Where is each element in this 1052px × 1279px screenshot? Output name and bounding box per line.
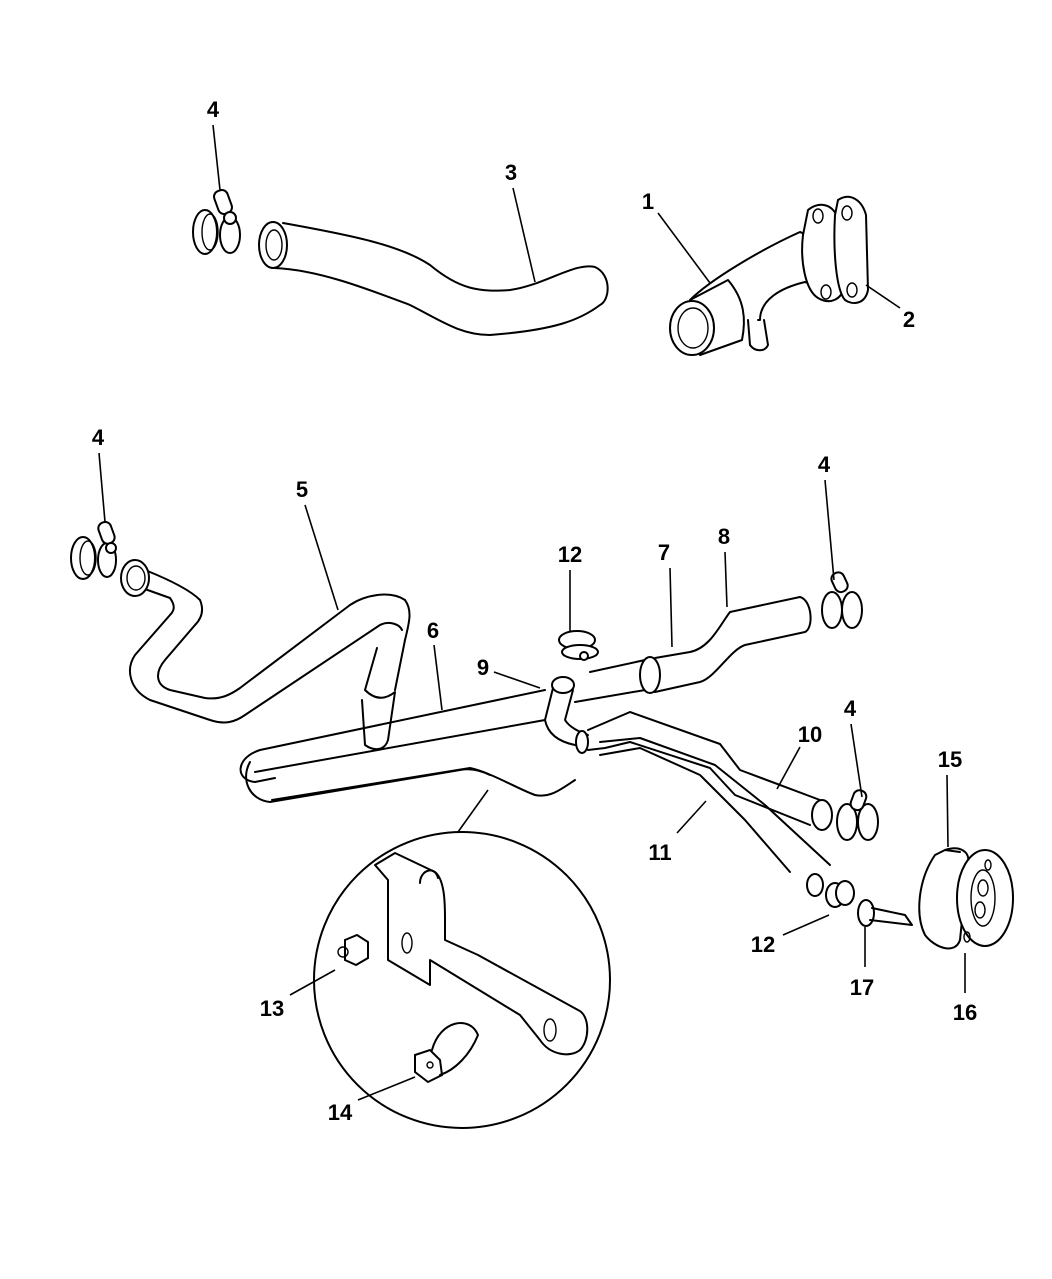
callout-6: 6 bbox=[427, 618, 439, 643]
callout-4-top: 4 bbox=[207, 97, 220, 122]
callout-17: 17 bbox=[850, 975, 874, 1000]
callout-10: 10 bbox=[798, 722, 822, 747]
callout-12-bottom: 12 bbox=[751, 932, 775, 957]
tube-11 bbox=[599, 737, 831, 897]
callout-3: 3 bbox=[505, 160, 517, 185]
hose-7-8 bbox=[639, 596, 812, 694]
callout-16: 16 bbox=[953, 1000, 977, 1025]
clip-14 bbox=[414, 1022, 479, 1084]
callout-1: 1 bbox=[642, 189, 654, 214]
leader-lines bbox=[98, 124, 966, 1101]
spacer-16 bbox=[956, 849, 1014, 947]
callout-4-right-upper: 4 bbox=[818, 452, 831, 477]
callout-labels: 1 2 3 4 4 4 4 5 6 7 8 9 10 11 12 12 13 1… bbox=[92, 97, 977, 1125]
nipple-9 bbox=[544, 676, 589, 746]
detail-view-bracket bbox=[313, 789, 611, 1129]
callout-4-left: 4 bbox=[92, 425, 105, 450]
callout-8: 8 bbox=[718, 524, 730, 549]
water-outlet-1 bbox=[669, 203, 847, 356]
callout-12-top: 12 bbox=[558, 542, 582, 567]
callout-5: 5 bbox=[296, 477, 308, 502]
bracket-tube-lower bbox=[271, 767, 576, 801]
hose-clamp-4-top bbox=[192, 189, 241, 255]
screw-17 bbox=[857, 899, 913, 927]
hose-clamp-4-right-lower bbox=[836, 789, 879, 841]
hose-5 bbox=[120, 559, 411, 751]
tube-10 bbox=[575, 711, 833, 831]
nut-13 bbox=[337, 933, 369, 967]
callout-2: 2 bbox=[903, 307, 915, 332]
callout-14: 14 bbox=[328, 1100, 353, 1125]
callout-4-right-lower: 4 bbox=[844, 696, 857, 721]
isolator-15 bbox=[918, 847, 970, 950]
callout-15: 15 bbox=[938, 747, 962, 772]
callout-7: 7 bbox=[658, 540, 670, 565]
hose-clamp-4-left bbox=[70, 520, 117, 580]
callout-11: 11 bbox=[648, 840, 671, 865]
gasket-2 bbox=[833, 195, 870, 304]
hose-clamp-12-bottom bbox=[825, 880, 855, 908]
hose-clamp-4-right-upper bbox=[821, 571, 863, 629]
callout-9: 9 bbox=[477, 655, 489, 680]
hose-clamp-12-top bbox=[558, 630, 599, 661]
callout-13: 13 bbox=[260, 996, 284, 1021]
hose-3 bbox=[258, 221, 609, 336]
